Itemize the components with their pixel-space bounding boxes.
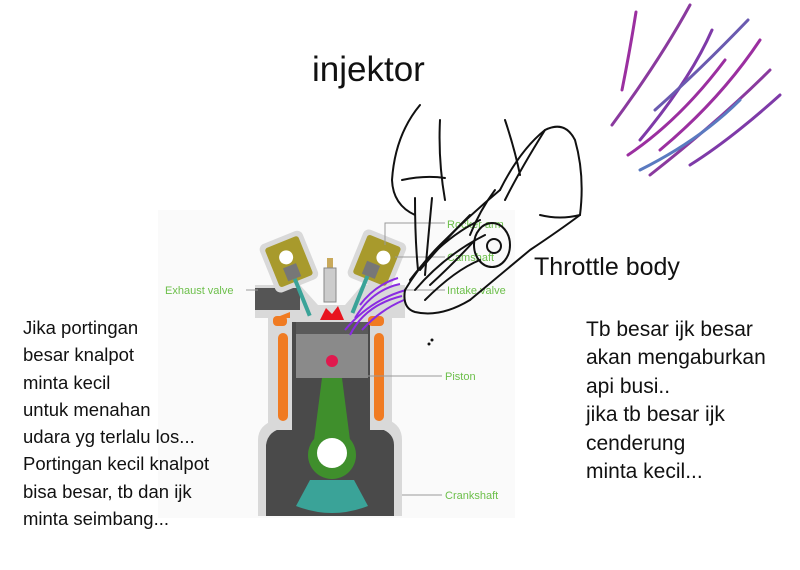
exhaust-port — [255, 288, 300, 310]
counterweight — [296, 480, 368, 513]
note-line: minta kecil — [23, 371, 111, 393]
throttle-body-annotation: Throttle body — [534, 253, 680, 281]
note-line: Portingan kecil knalpot — [23, 453, 210, 475]
connecting-rod — [314, 378, 350, 440]
intake-cam-housing — [347, 229, 407, 314]
note-line: Jika portingan — [23, 317, 139, 338]
label-intake-valve: Intake valve — [447, 285, 506, 297]
note-line: minta seimbang... — [23, 508, 170, 530]
note-line: cenderung — [586, 431, 686, 455]
note-line: api busi.. — [586, 374, 671, 398]
note-line: besar knalpot — [23, 344, 135, 366]
right-note: Tb besar ijk besar akan mengaburkan api … — [586, 316, 766, 486]
note-line: Tb besar ijk besar — [586, 318, 753, 341]
note-line: udara yg terlalu los... — [23, 426, 195, 448]
piston-pin — [326, 355, 338, 367]
exhaust-cam-housing — [259, 230, 319, 317]
note-line: akan mengaburkan — [586, 346, 766, 370]
label-camshaft: Camshaft — [447, 252, 494, 264]
label-rocker-arm: Rocker arm — [447, 219, 504, 231]
spark-plug — [323, 267, 337, 303]
spark-plug-tip — [327, 258, 333, 270]
hand-drawn-injector-throttle — [390, 104, 583, 315]
note-line: untuk menahan — [23, 398, 151, 420]
label-exhaust-valve: Exhaust valve — [165, 285, 233, 297]
note-line: minta kecil... — [586, 460, 703, 484]
injector-annotation: injektor — [312, 50, 425, 89]
fuel-spray-drawing — [344, 277, 407, 336]
spark-icon — [320, 306, 344, 320]
note-line: jika tb besar ijk — [586, 403, 725, 427]
note-line: bisa besar, tb dan ijk — [23, 480, 192, 502]
left-note: Jika portingan besar knalpot minta kecil… — [23, 314, 209, 532]
coolant-right — [374, 333, 384, 421]
coolant-left — [278, 333, 288, 421]
label-piston: Piston — [445, 371, 476, 383]
crank-journal — [317, 438, 347, 468]
label-crankshaft: Crankshaft — [445, 490, 498, 502]
airflow-strokes — [610, 3, 782, 177]
leader-lines — [246, 222, 445, 496]
